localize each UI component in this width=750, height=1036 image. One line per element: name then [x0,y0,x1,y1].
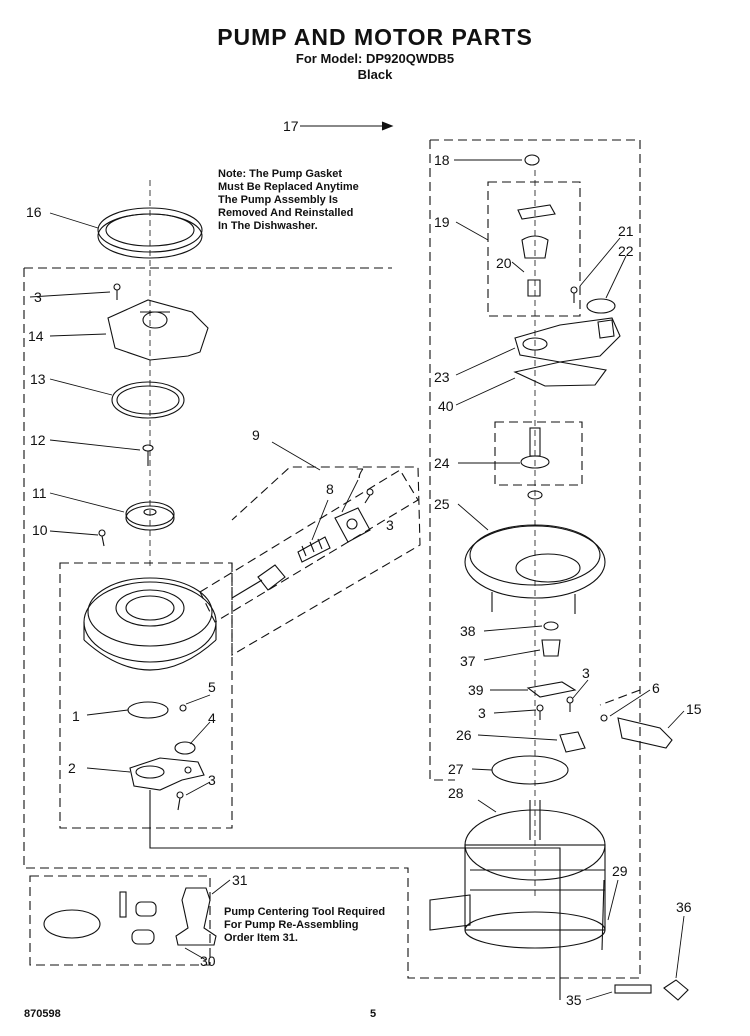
callout-number: 15 [686,701,702,717]
page-title: PUMP AND MOTOR PARTS [217,24,533,50]
callout-number: 9 [252,427,260,443]
callout-number: 27 [448,761,464,777]
callout-number: 37 [460,653,476,669]
drain-hose-line [149,790,561,1000]
pump-bracket-part [129,757,205,791]
callout-number: 10 [32,522,48,538]
callout-number: 4 [208,710,216,726]
callout-number: 3 [386,517,394,533]
assembly-center-lines [149,170,536,900]
dashed-group-outlines [23,139,641,979]
callout-number: 1 [72,708,80,724]
note-line: For Pump Re-Assembling [224,919,359,931]
callout-number: 26 [456,727,472,743]
callout-number: 3 [34,289,42,305]
callout-number: 29 [612,863,628,879]
motor-part [429,800,606,949]
gasket-note: Note: The Pump Gasket Must Be Replaced A… [218,168,359,233]
callout-number: 3 [582,665,590,681]
callout-number: 3 [208,772,216,788]
pump-cover-part [107,299,209,361]
callout-number: 21 [618,223,634,239]
motor-mount-plate-part [513,317,621,387]
callout-number: 39 [468,682,484,698]
ball-and-seal-parts [174,704,196,755]
callout-leader-lines [29,159,685,1001]
note-line: Pump Centering Tool Required [224,906,386,918]
screw-part [176,791,184,811]
callout-number: 16 [26,204,42,220]
callout-number: 13 [30,371,46,387]
callout-number: 8 [326,481,334,497]
bolt-part [142,444,154,466]
note-line: Must Be Replaced Anytime [218,181,359,193]
callout-number: 31 [232,872,248,888]
document-number: 870598 [24,1008,61,1020]
note-line: The Pump Assembly Is [218,194,339,206]
callout-number: 2 [68,760,76,776]
callout-number: 38 [460,623,476,639]
callout-number: 11 [32,485,47,501]
filter-part [127,701,169,719]
callout-number: 40 [438,398,454,414]
motor-lead-parts [614,979,689,1001]
note-line: In The Dishwasher. [218,220,318,232]
color-line: Black [357,67,393,82]
impeller-part [125,501,175,531]
callout-number: 5 [208,679,216,695]
motor-bracket-part [464,524,606,614]
callout-number: 7 [356,465,364,481]
callout-number: 19 [434,214,450,230]
seal-and-nut-parts [517,154,616,314]
page-number: 5 [370,1008,377,1020]
note-line: Order Item 31. [224,932,298,944]
check-valve-parts [231,488,374,599]
pump-seal-kit-parts [43,887,217,946]
callout-number: 30 [200,953,216,969]
note-line: Note: The Pump Gasket [218,168,343,180]
callout-number: 3 [478,705,486,721]
callout-number: 22 [618,243,634,259]
callout-numbers: 17 18 16 19 21 22 20 3 14 23 40 13 12 9 … [26,118,702,1008]
callout-number: 35 [566,992,582,1008]
model-line: For Model: DP920QWDB5 [295,51,455,66]
callout-number: 18 [434,152,450,168]
callout-number: 23 [434,369,450,385]
callout-number: 14 [28,328,44,344]
callout-number: 17 [283,118,299,134]
callout-number: 25 [434,496,450,512]
pump-gasket-part [97,207,203,259]
callout-number: 6 [652,680,660,696]
callout-number: 24 [434,455,450,471]
screw-part [113,283,121,300]
callout-number: 28 [448,785,464,801]
thermal-sensor-part [600,714,673,749]
arrow-17 [300,121,394,131]
callout-number: 12 [30,432,46,448]
note-line: Removed And Reinstalled [218,207,354,219]
motor-small-parts [526,621,577,720]
motor-clip-part [559,731,586,753]
pump-housing-part [83,577,217,671]
callout-number: 20 [496,255,512,271]
screw-part [98,529,106,547]
pump-ring-part [111,381,185,419]
callout-number: 36 [676,899,692,915]
tool-note: Pump Centering Tool Required For Pump Re… [224,906,385,945]
motor-shaft-part [520,427,550,500]
motor-bolt-part [601,879,605,951]
slinger-disc-part [491,755,569,785]
